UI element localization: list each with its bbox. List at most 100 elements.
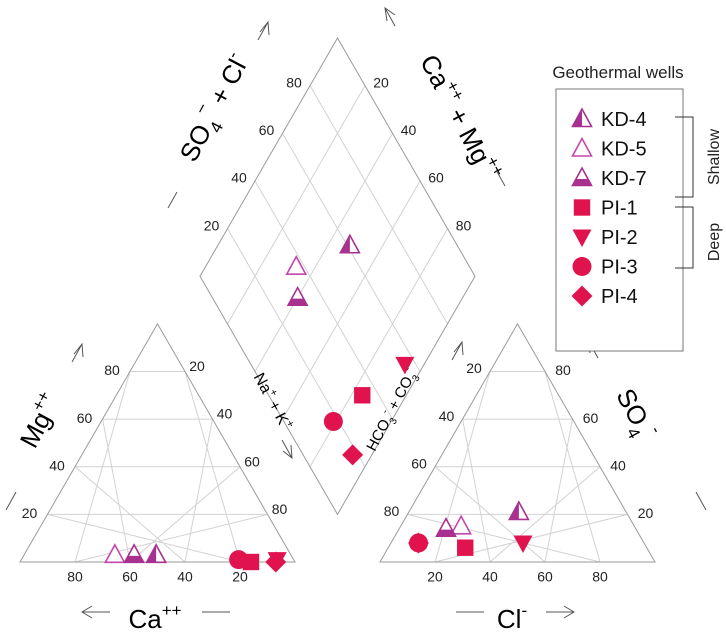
hco3-axis: HCO3- + CO3-	[361, 365, 424, 456]
cation-grid-line	[102, 419, 131, 563]
so4-axis: SO4-	[605, 381, 666, 447]
cl-axis: Cl-	[456, 601, 575, 634]
tick-label-hco3: 40	[439, 408, 455, 424]
camg-axis-arrow	[384, 6, 396, 27]
tick-label-camg: 60	[428, 170, 444, 186]
tick-label-so4cl: 80	[286, 74, 302, 90]
tick-label-ca: 40	[177, 569, 193, 585]
group-label-shallow: Shallow	[706, 129, 723, 185]
point-diamond-pi-3	[323, 411, 343, 431]
point-anion-pi-4	[408, 532, 429, 554]
point-anion-kd-7	[435, 516, 457, 537]
tick-label-hco3: 60	[411, 455, 427, 471]
legend-label-kd-7: KD-7	[601, 168, 647, 190]
nak-axis: Na+ + K+	[250, 369, 297, 433]
diamond-frame	[199, 37, 476, 516]
cation-grid-line	[74, 466, 186, 563]
tick-label-hco3: 80	[384, 503, 400, 519]
hco3-axis-arrow	[451, 340, 464, 361]
tick-label-so4: 40	[610, 457, 626, 473]
cation-grid-line	[74, 513, 268, 563]
legend-entry-pi-1: PI-1	[573, 198, 638, 220]
cation-grid-line	[184, 419, 213, 563]
camg-axis-label: Ca++ + Mg++	[414, 48, 508, 186]
diamond-grid-line	[309, 85, 448, 325]
legend-label-kd-4: KD-4	[601, 109, 647, 131]
nak-axis-label: Na+ + K+	[250, 369, 297, 433]
legend-marker-pi-2	[572, 229, 592, 247]
point-cation-kd-7	[123, 543, 145, 564]
so4cl-axis-arrow	[257, 20, 270, 41]
cation-triangle-frame	[19, 322, 296, 563]
ca-axis-arrow-left	[81, 605, 110, 619]
point-cation-kd-4	[145, 543, 167, 564]
legend-title: Geothermal wells	[552, 63, 683, 82]
tick-label-cl: 80	[592, 569, 608, 585]
anion-grid-line	[489, 466, 601, 563]
legend-marker-pi-1	[573, 199, 591, 216]
diamond-grid-line	[227, 228, 366, 467]
legend-entry-kd-7: KD-7	[571, 166, 647, 190]
tick-label-nak: 80	[272, 501, 288, 517]
tick-label-ca: 80	[67, 569, 83, 585]
diamond-grid-line	[227, 85, 366, 325]
mg-axis-arrow	[71, 342, 84, 363]
legend-label-kd-5: KD-5	[601, 139, 647, 161]
tick-labels: 2020202020202020404040404040404060606060…	[22, 74, 654, 584]
so4cl-axis-label: SO4− + Cl-	[169, 47, 260, 169]
mg-axis-line	[5, 491, 17, 511]
point-cation-kd-5	[104, 543, 126, 564]
tick-label-so4cl: 20	[204, 217, 220, 233]
camg-axis-line	[495, 169, 506, 187]
tick-label-nak: 20	[189, 358, 205, 374]
legend: Geothermal wells KD-4KD-5KD-7PI-1PI-2PI-…	[552, 63, 723, 352]
tick-label-mg: 20	[22, 505, 38, 521]
so4cl-axis-line	[167, 191, 178, 209]
diamond-grid-line	[254, 133, 393, 372]
tick-label-so4: 60	[583, 410, 599, 426]
legend-label-pi-1: PI-1	[601, 198, 638, 220]
point-diamond-pi-2	[395, 356, 415, 375]
so4-axis-label: SO4-	[605, 381, 666, 447]
point-diamond-kd-7	[286, 285, 309, 306]
tick-label-so4cl: 60	[259, 122, 275, 138]
point-diamond-pi-1	[354, 387, 371, 404]
so4-axis-line	[695, 491, 707, 511]
diamond-grid-line	[254, 180, 393, 420]
point-anion-kd-5	[450, 514, 472, 535]
legend-label-pi-4: PI-4	[601, 286, 638, 308]
diamond-grid-line	[282, 180, 421, 420]
cation-bottom-axis: Ca++	[81, 601, 230, 634]
so4cl-axis: SO4− + Cl-	[169, 47, 260, 169]
group-label-deep: Deep	[706, 223, 723, 261]
mg-axis-label: Mg++	[11, 388, 66, 453]
ca-axis-label: Ca++	[128, 601, 181, 634]
legend-entry-kd-5: KD-5	[571, 136, 647, 161]
legend-entry-pi-2: PI-2	[572, 227, 638, 249]
tick-label-ca: 20	[232, 569, 248, 585]
legend-label-pi-3: PI-3	[601, 257, 638, 279]
tick-label-cl: 20	[427, 569, 443, 585]
cl-axis-label: Cl-	[497, 601, 527, 634]
tick-label-camg: 20	[373, 74, 389, 90]
legend-marker-kd-4	[571, 107, 593, 128]
legend-marker-kd-5	[571, 136, 593, 157]
tick-label-cl: 60	[537, 569, 553, 585]
tick-label-cl: 40	[482, 569, 498, 585]
legend-entry-kd-4: KD-4	[571, 107, 647, 131]
anion-grid-line	[462, 419, 491, 563]
tick-label-nak: 40	[217, 406, 233, 422]
camg-axis: Ca++ + Mg++	[414, 48, 508, 186]
legend-marker-pi-4	[571, 285, 593, 307]
tick-label-mg: 60	[77, 410, 93, 426]
shallow-bracket	[675, 116, 694, 198]
legend-marker-kd-7	[571, 166, 593, 187]
legend-entry-pi-3: PI-3	[572, 257, 638, 279]
cl-axis-arrow-right	[546, 605, 575, 619]
grid-lines	[47, 85, 628, 563]
tick-label-mg: 80	[104, 362, 120, 378]
anion-grid-line	[544, 419, 573, 563]
anion-triangle-frame	[379, 322, 656, 563]
tick-label-so4: 20	[638, 505, 654, 521]
